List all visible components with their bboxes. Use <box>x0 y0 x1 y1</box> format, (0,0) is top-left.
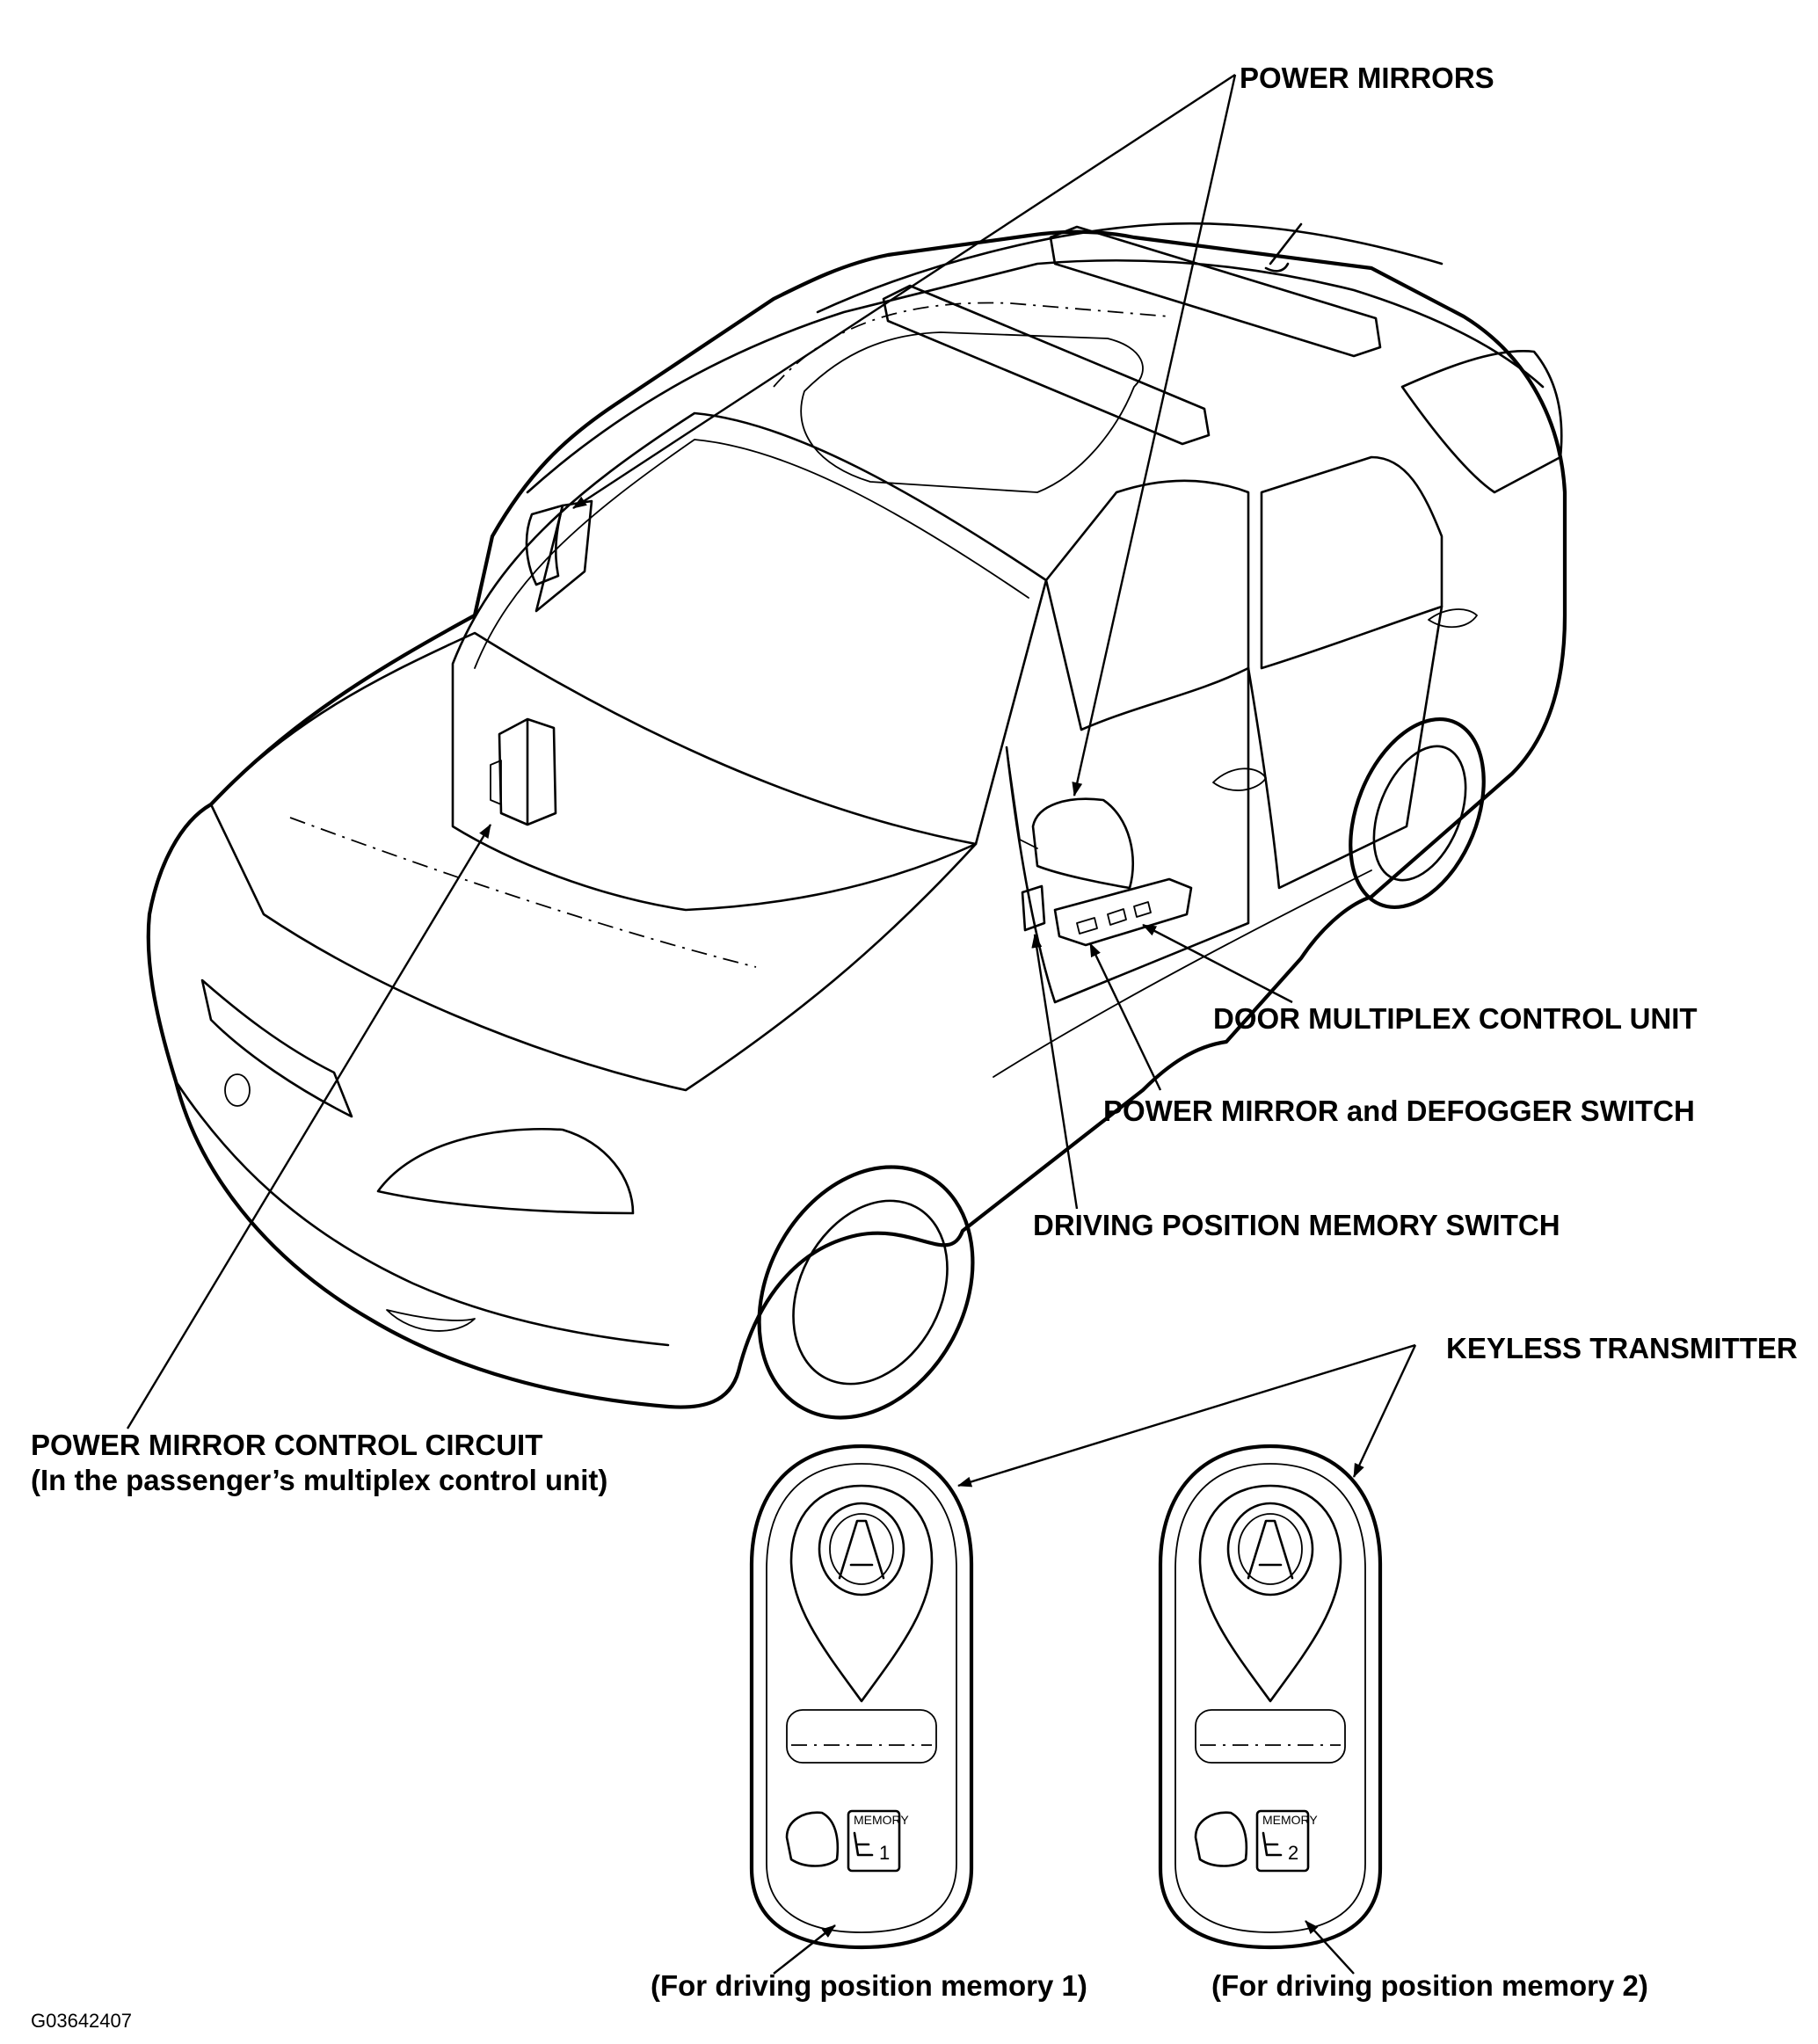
callout-labels: POWER MIRRORS DOOR MULTIPLEX CONTROL UNI… <box>31 62 1798 2032</box>
passenger-mirror-mount <box>534 499 593 613</box>
leader-mirror-control-circuit <box>126 824 492 1429</box>
label-power-mirrors: POWER MIRRORS <box>1240 62 1494 94</box>
control-unit-connector <box>490 760 502 805</box>
body-side-line <box>993 869 1372 1078</box>
acura-logo-icon <box>818 1502 905 1597</box>
transmitter-2-body <box>1158 1444 1383 1950</box>
memory-1-button-number: 1 <box>879 1842 890 1864</box>
label-door-multiplex-control-unit: DOOR MULTIPLEX CONTROL UNIT <box>1213 1002 1698 1035</box>
driving-position-memory-switch <box>1021 884 1046 932</box>
leader-keyless-transmitter-2 <box>1352 1344 1417 1478</box>
transmitter-1-teardrop <box>789 1484 934 1703</box>
transmitter-1-body <box>749 1444 974 1950</box>
sunroof-track <box>773 302 1170 388</box>
grille-emblem <box>224 1073 251 1107</box>
roof-crossbar-rear <box>1049 225 1382 358</box>
acura-logo-ring-icon <box>1238 1513 1303 1585</box>
front-door-seam <box>1005 666 1250 1004</box>
memory-1-button-text: MEMORY <box>854 1813 909 1827</box>
roof-outline <box>526 258 1545 494</box>
figure-id: G03642407 <box>31 2010 132 2032</box>
keyless-transmitter-2: MEMORY 2 <box>1158 1444 1383 1950</box>
leader-memory-1-caption <box>773 1924 836 1975</box>
rear-door-handle <box>1428 608 1478 629</box>
hood <box>209 631 978 1092</box>
door-switch-buttons <box>1076 901 1152 935</box>
grille <box>200 978 353 1118</box>
memory-1-button-frame[interactable] <box>847 1809 901 1873</box>
memory-2-button-frame[interactable] <box>1255 1809 1310 1873</box>
memory-2-button[interactable]: MEMORY 2 <box>1255 1809 1318 1873</box>
transmitter-2-teardrop <box>1198 1484 1342 1703</box>
quarter-window <box>1400 350 1563 494</box>
transmitter-2-panic-button <box>1194 1811 1248 1867</box>
transmitter-2-inner-bevel <box>1174 1463 1366 1933</box>
keyless-transmitter-1: MEMORY 1 <box>749 1444 974 1950</box>
driver-mirror-mount <box>1006 746 1038 849</box>
vehicle-illustration <box>146 222 1567 1420</box>
memory-1-button[interactable]: MEMORY 1 <box>847 1809 909 1873</box>
sunroof <box>800 331 1144 493</box>
acura-logo-icon <box>1226 1502 1314 1597</box>
passenger-multiplex-control-unit <box>498 717 557 826</box>
rear-wheel <box>1349 716 1486 910</box>
leader-keyless-transmitter-1 <box>957 1343 1416 1488</box>
front-bumper <box>174 1080 670 1347</box>
transmitter-1-inner-bevel <box>766 1463 957 1933</box>
antenna <box>1264 222 1303 273</box>
label-power-mirror-control-circuit-note: (In the passenger’s multiplex control un… <box>31 1464 607 1496</box>
acura-logo-ring-icon <box>829 1513 894 1585</box>
transmitter-1-panic-button <box>785 1811 840 1867</box>
transmitter-2-window <box>1195 1709 1346 1764</box>
leader-power-mirrors-driver <box>1072 74 1237 797</box>
label-power-mirror-control-circuit: POWER MIRROR CONTROL CIRCUIT <box>31 1429 542 1461</box>
rear-wheel-rim <box>1372 745 1467 882</box>
front-door-handle <box>1212 767 1267 791</box>
leader-memory-2-caption <box>1305 1920 1355 1975</box>
rear-door-window <box>1260 455 1443 670</box>
memory-2-button-number: 2 <box>1288 1842 1298 1864</box>
acura-a-icon <box>1247 1519 1294 1580</box>
door-switch-panel <box>1053 877 1193 947</box>
label-memory-2-caption: (For driving position memory 2) <box>1211 1969 1648 2002</box>
front-wheel-rim <box>792 1199 949 1386</box>
front-wheel <box>757 1165 975 1420</box>
driver-power-mirror <box>1031 797 1135 890</box>
label-driving-position-memory-switch: DRIVING POSITION MEMORY SWITCH <box>1033 1209 1560 1241</box>
windshield <box>451 411 1048 912</box>
seat-icon <box>853 1831 874 1857</box>
roof-crossbar-front <box>882 284 1211 446</box>
windshield-inner <box>474 439 1029 669</box>
fog-light <box>386 1309 476 1332</box>
hood-crease <box>289 817 757 968</box>
seat-icon <box>1262 1831 1283 1857</box>
label-power-mirror-defogger-switch: POWER MIRROR and DEFOGGER SWITCH <box>1103 1095 1695 1127</box>
label-keyless-transmitter: KEYLESS TRANSMITTER <box>1446 1332 1798 1364</box>
roof-rail <box>816 222 1443 314</box>
leader-mirror-defogger-switch <box>1088 942 1162 1091</box>
transmitter-1-window <box>786 1709 937 1764</box>
leader-lines <box>126 73 1417 1975</box>
label-memory-1-caption: (For driving position memory 1) <box>651 1969 1087 2002</box>
leader-power-mirrors-passenger <box>572 73 1236 510</box>
rear-door-seam <box>1247 605 1443 890</box>
memory-2-button-text: MEMORY <box>1262 1813 1318 1827</box>
front-door-window <box>1044 479 1250 731</box>
leader-door-multiplex <box>1142 923 1293 1004</box>
acura-a-icon <box>838 1519 885 1580</box>
headlight <box>376 1128 635 1215</box>
leader-memory-switch <box>1031 934 1079 1210</box>
